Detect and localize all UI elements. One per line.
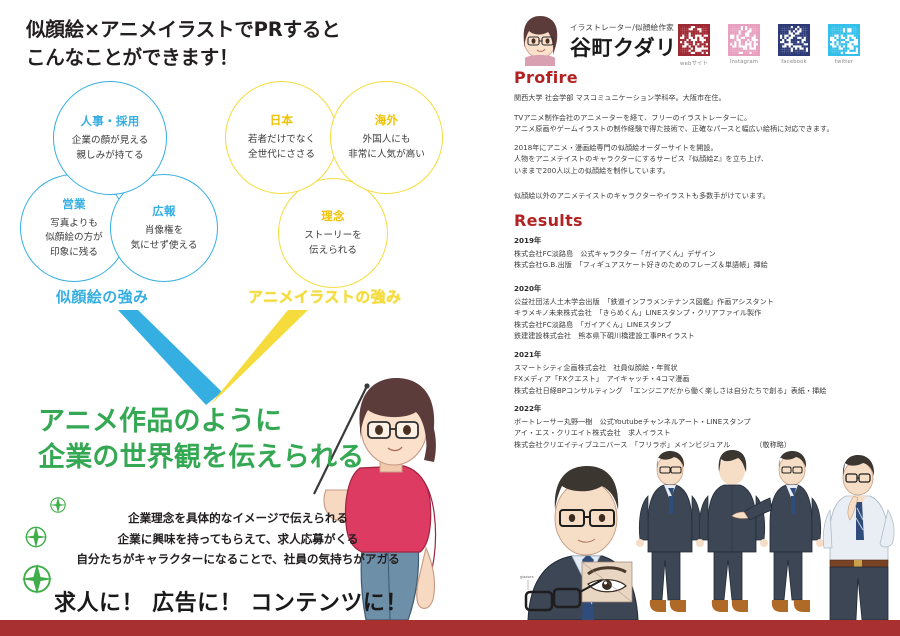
circle-rinen-head: 理念 <box>321 208 345 223</box>
profire-paragraph-2: TVアニメ制作会社のアニメーターを経て、フリーのイラストレーターに。 アニメ原画… <box>514 113 834 134</box>
results-heading: Results <box>514 211 583 230</box>
page-title: 似顔絵×アニメイラストでPRすると こんなことができます！ <box>26 18 341 69</box>
circle-kaigai-head: 海外 <box>374 113 399 128</box>
results-block-2019: 2019年 株式会社FC淡路島 公式キャラクター「ガイアくん」デザイン 株式会社… <box>514 236 894 271</box>
circle-eigyo-head: 営業 <box>62 196 86 211</box>
circle-nihon-body: 若者だけでなく 全世代にささる <box>247 134 316 160</box>
qr-code-row: webサイト Instagram facebook twitter <box>676 24 862 67</box>
profire-heading: Profire <box>514 68 578 87</box>
profire-paragraph-3: 2018年にアニメ・漫画絵専門の似顔絵オーダーサイトを開設。 人物をアニメテイス… <box>514 143 768 175</box>
results-lines-2022: ボートレーサー丸野一樹 公式Youtubeチャンネルアート・LINEスタンプ ア… <box>514 417 792 449</box>
cta-line: 求人に！ 広告に！ コンテンツに！ <box>54 591 408 616</box>
circle-eigyo-body: 写真よりも 似顔絵の方が 印象に残る <box>45 217 103 258</box>
strength-label-anime: アニメイラストの強み <box>248 288 402 306</box>
circle-kaigai: 海外 外国人にも 非常に人気が高い <box>330 81 443 194</box>
qr-caption-instagram: Instagram <box>729 59 759 65</box>
artist-name: 谷町クダリ <box>570 36 677 60</box>
pointer-tip <box>364 383 370 389</box>
strength-label-nigaoe: 似顔絵の強み <box>56 288 149 306</box>
sparkle-icon <box>49 496 67 514</box>
right-panel: イラストレーター/似顔絵作家 谷町クダリ webサイト Instagram fa… <box>500 0 900 620</box>
profire-paragraph-1: 関西大学 社会学部 マスコミュニケーション学科卒。大阪市在住。 <box>514 93 726 102</box>
qr-item-twitter[interactable]: twitter <box>826 24 862 67</box>
circle-koho-head: 広報 <box>152 203 176 218</box>
qr-code-instagram[interactable] <box>728 24 760 56</box>
results-lines-2019: 株式会社FC淡路島 公式キャラクター「ガイアくん」デザイン 株式会社G.B.出版… <box>514 249 768 270</box>
converging-arrows <box>118 310 308 405</box>
circle-rinen-body: ストーリーを 伝えられる <box>304 229 362 256</box>
circle-nihon-head: 日本 <box>269 113 294 128</box>
charsheet-glasses-detail: glasses <box>520 574 603 612</box>
results-block-2021: 2021年 スマートシティ企画株式会社 社員似顔絵・年賀状 FXメディア「FXク… <box>514 350 894 396</box>
qr-item-website[interactable]: webサイト <box>676 24 712 67</box>
avatar <box>523 16 558 66</box>
big-headline: アニメ作品のように 企業の世界観を伝えられる <box>38 406 365 473</box>
circle-nihon: 日本 若者だけでなく 全世代にささる <box>225 81 338 194</box>
illustration-character-sheet: glasses <box>520 450 895 620</box>
illustration-presenter-character <box>313 378 437 620</box>
circle-jinji-body: 企業の顔が見える 親しみが持てる <box>71 134 149 161</box>
circle-koho: 広報 肖像権を 気にせず使える <box>110 174 218 282</box>
artist-role: イラストレーター/似顔絵作家 <box>570 23 674 32</box>
arrow-blue <box>118 310 222 405</box>
circle-koho-body: 肖像権を 気にせず使える <box>130 224 198 251</box>
results-year-2022: 2022年 <box>514 404 542 413</box>
qr-code-website[interactable] <box>678 24 710 56</box>
circle-jinji-head: 人事・採用 <box>80 113 140 128</box>
arrow-yellow <box>210 310 308 405</box>
sparkle-icon <box>24 526 48 548</box>
charsheet-casual-view <box>822 455 895 620</box>
results-year-2020: 2020年 <box>514 284 542 293</box>
pointer-stick <box>313 387 367 495</box>
bottom-accent-bar <box>0 620 900 636</box>
sparkle-icon <box>21 563 53 595</box>
results-year-2019: 2019年 <box>514 236 542 245</box>
results-lines-2021: スマートシティ企画株式会社 社員似顔絵・年賀状 FXメディア「FXクエスト」 ア… <box>514 363 827 395</box>
qr-code-twitter[interactable] <box>828 24 860 56</box>
results-block-2022: 2022年 ボートレーサー丸野一樹 公式Youtubeチャンネルアート・LINE… <box>514 404 894 450</box>
panel-divider <box>500 0 501 620</box>
svg-text:glasses: glasses <box>520 574 534 579</box>
qr-caption-twitter: twitter <box>834 59 854 65</box>
circle-rinen: 理念 ストーリーを 伝えられる <box>278 178 388 288</box>
qr-code-facebook[interactable] <box>778 24 810 56</box>
qr-item-facebook[interactable]: facebook <box>776 24 812 67</box>
results-year-2021: 2021年 <box>514 350 542 359</box>
qr-item-instagram[interactable]: Instagram <box>726 24 762 67</box>
charsheet-pointing-view <box>731 451 824 612</box>
qr-caption-facebook: facebook <box>781 59 807 65</box>
left-panel: 似顔絵×アニメイラストでPRすると こんなことができます！ 人事・採用 企業の顔… <box>20 18 443 620</box>
charsheet-eye-detail <box>581 561 633 603</box>
charsheet-front-view <box>636 451 704 612</box>
benefit-lines: 企業理念を具体的なイメージで伝えられる 企業に興味を持ってもらえて、求人応募がく… <box>76 511 400 567</box>
qr-caption-website: webサイト <box>680 61 708 67</box>
circle-kaigai-body: 外国人にも 非常に人気が高い <box>348 134 425 160</box>
charsheet-back-view <box>696 450 768 612</box>
results-lines-2020: 公益社団法人土木学会出版 「鉄道インフラメンテナンス図鑑」作画アシスタント キラ… <box>514 297 774 341</box>
circle-jinji: 人事・採用 企業の顔が見える 親しみが持てる <box>53 81 167 195</box>
results-block-2020: 2020年 公益社団法人土木学会出版 「鉄道インフラメンテナンス図鑑」作画アシス… <box>514 284 894 342</box>
profire-paragraph-4: 似顔絵以外のアニメテイストのキャラクターやイラストも多数手がけています。 <box>514 191 770 200</box>
